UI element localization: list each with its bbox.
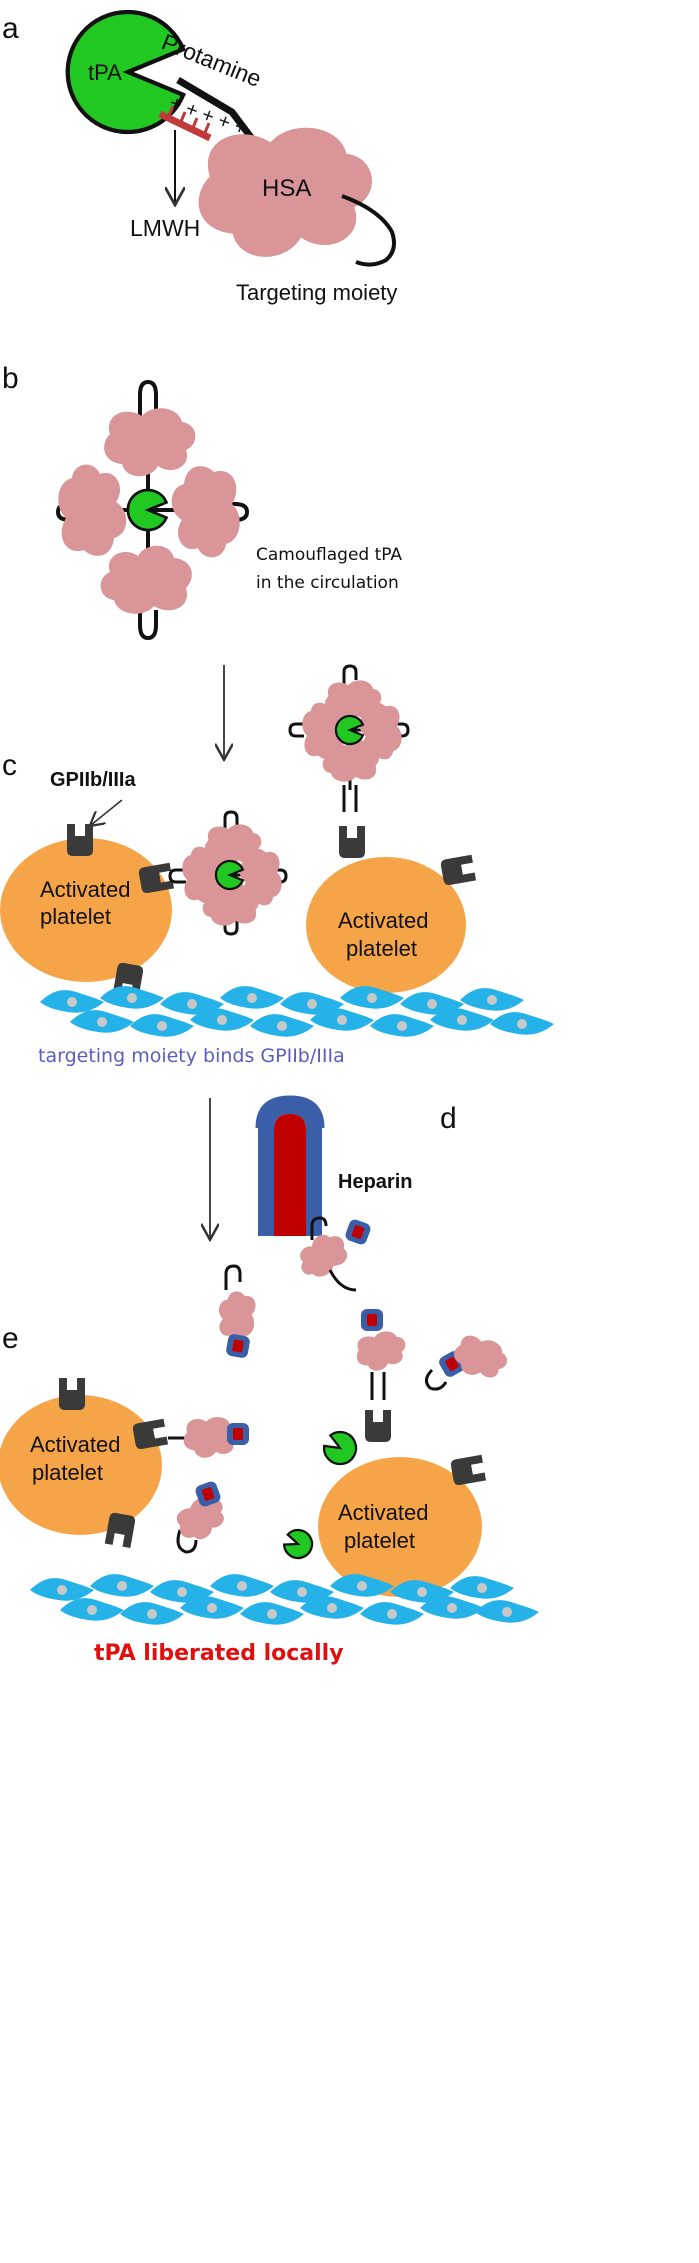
released-hsa-heparin-2 [170, 1479, 233, 1554]
released-hsa-heparin-3 [213, 1264, 260, 1359]
panel-d-letter: d [440, 1102, 457, 1135]
receptor-pointer [91, 799, 123, 825]
activated-platelet-left-e [0, 1378, 169, 1549]
tpa-label: tPA [88, 60, 122, 85]
caption-c: targeting moiety binds GPIIb/IIIa [38, 1045, 345, 1067]
activated-platelet-left [0, 824, 175, 999]
released-hsa-heparin-5 [353, 1309, 410, 1400]
panel-c: c GPIIb/IIIa Activated platelet [0, 664, 554, 1067]
platelet-e-right-line2: platelet [344, 1528, 415, 1553]
targeting-label: Targeting moiety [236, 280, 397, 305]
camouflaged-tpa-complex [55, 379, 250, 641]
heparin-label: Heparin [338, 1171, 412, 1193]
receptor-label: GPIIb/IIIa [50, 769, 136, 791]
free-tpa-1 [319, 1427, 362, 1470]
panel-d: d Heparin [210, 1095, 457, 1238]
activated-platelet-right-e [318, 1410, 487, 1597]
bound-complex-middle [168, 810, 288, 936]
protamine-label: Protamine [158, 29, 265, 92]
bound-complex-right [288, 664, 410, 812]
free-tpa-2 [281, 1526, 316, 1562]
released-hsa-heparin-6 [425, 1330, 513, 1391]
panel-c-letter: c [2, 749, 17, 782]
panel-e-letter: e [2, 1322, 19, 1355]
camouflaged-caption-line2: in the circulation [256, 573, 399, 593]
platelet-left-line1: Activated [40, 877, 131, 902]
panel-b-letter: b [2, 362, 19, 395]
platelet-e-left-line1: Activated [30, 1432, 121, 1457]
panel-e: e Activated platelet [0, 1216, 539, 1666]
platelet-e-left-line2: platelet [32, 1460, 103, 1485]
panel-b: b Camouflaged tPA in the circulation [2, 362, 402, 758]
camouflaged-caption-line1: Camouflaged tPA [256, 545, 402, 565]
activated-platelet-right [306, 826, 477, 993]
caption-e: tPA liberated locally [94, 1641, 344, 1666]
panel-a: a tPA + + + + + Protamine LMWH HSA Targe… [2, 12, 397, 305]
endothelium-strip-e [30, 1574, 539, 1625]
platelet-right-line1: Activated [338, 908, 429, 933]
targeting-moiety [341, 194, 396, 267]
hsa-label: HSA [262, 175, 311, 202]
lmwh-chain [158, 105, 212, 142]
released-hsa-heparin-4 [291, 1216, 373, 1292]
platelet-right-line2: platelet [346, 936, 417, 961]
released-hsa-heparin-1 [168, 1416, 249, 1458]
lmwh-label: LMWH [130, 215, 200, 241]
endothelium-strip-c [40, 986, 554, 1037]
platelet-left-line2: platelet [40, 904, 111, 929]
heparin-icon [255, 1095, 325, 1236]
platelet-e-right-line1: Activated [338, 1500, 429, 1525]
panel-a-letter: a [2, 12, 19, 45]
